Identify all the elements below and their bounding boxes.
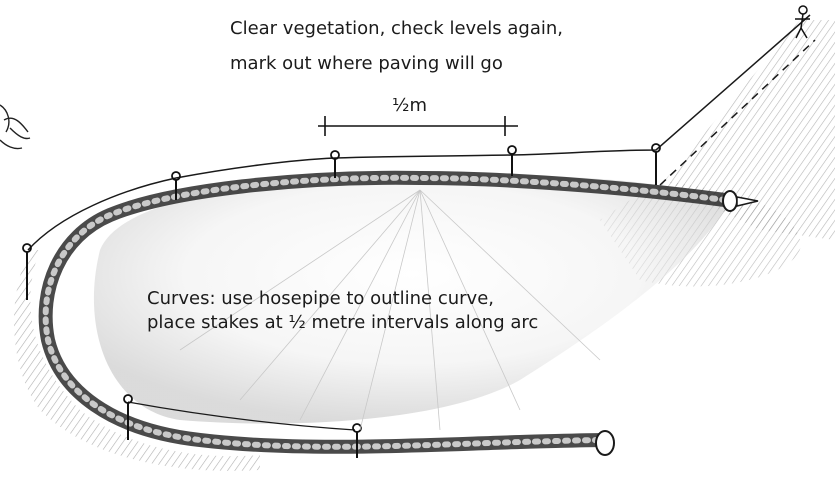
instruction-curves: Curves: use hosepipe to outline curve, [147, 287, 494, 311]
hose-end-bottom [596, 431, 614, 455]
spacing-label: ½m [392, 94, 427, 118]
dimension-line [318, 116, 518, 136]
marker-stake [508, 146, 516, 176]
shrub-sketch [0, 105, 30, 149]
hose-end-right [723, 191, 737, 211]
instruction-clear-vegetation: Clear vegetation, check levels again, [230, 17, 563, 41]
instruction-mark-paving: mark out where paving will go [230, 52, 503, 76]
instruction-stakes: place stakes at ½ metre intervals along … [147, 311, 538, 335]
